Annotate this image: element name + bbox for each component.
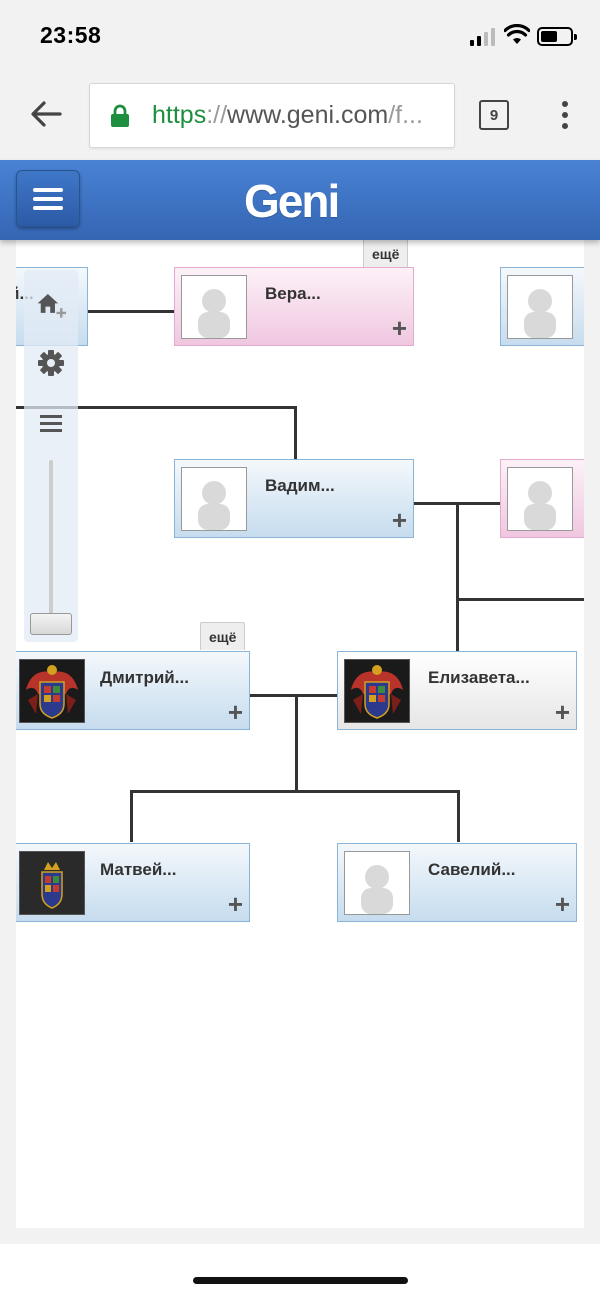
silhouette-icon bbox=[198, 481, 230, 530]
family-tree-canvas[interactable]: й... ещё Вера... + Вадим... + bbox=[16, 240, 584, 1228]
person-name: Дмитрий... bbox=[100, 668, 189, 687]
silhouette-icon bbox=[524, 481, 556, 530]
more-button[interactable]: ещё bbox=[363, 240, 409, 267]
connector-line bbox=[295, 694, 298, 792]
avatar bbox=[181, 467, 247, 531]
hamburger-menu-button[interactable] bbox=[16, 170, 80, 227]
dot-icon bbox=[562, 123, 568, 129]
add-relative-button[interactable]: + bbox=[554, 889, 570, 919]
add-relative-button[interactable]: + bbox=[391, 313, 407, 343]
avatar bbox=[344, 851, 410, 915]
connector-line bbox=[130, 790, 133, 842]
site-header: Geni bbox=[0, 160, 600, 240]
tree-controls-panel bbox=[24, 270, 78, 642]
person-card-dmitry[interactable]: Дмитрий... + bbox=[16, 651, 250, 730]
connector-line bbox=[250, 694, 338, 697]
cellular-signal-icon bbox=[470, 28, 496, 46]
coat-of-arms-avatar bbox=[19, 851, 85, 915]
url-host: www.geni.com bbox=[227, 101, 389, 129]
arrow-left-icon bbox=[31, 101, 62, 127]
connector-line bbox=[87, 310, 175, 313]
coat-of-arms-icon bbox=[20, 852, 84, 914]
tab-switcher-button[interactable]: 9 bbox=[479, 100, 509, 130]
url-path: /f... bbox=[388, 101, 423, 129]
coat-of-arms-avatar bbox=[19, 659, 85, 723]
zoom-slider-track[interactable] bbox=[49, 460, 53, 615]
add-relative-button[interactable]: + bbox=[391, 505, 407, 535]
home-indicator[interactable] bbox=[193, 1277, 408, 1284]
home-button[interactable] bbox=[36, 290, 66, 320]
dot-icon bbox=[562, 112, 568, 118]
bottom-safe-area bbox=[0, 1244, 600, 1298]
dot-icon bbox=[562, 101, 568, 107]
more-button[interactable]: ещё bbox=[200, 622, 246, 650]
gear-icon bbox=[38, 350, 64, 376]
connector-line bbox=[456, 598, 584, 601]
silhouette-icon bbox=[198, 289, 230, 338]
connector-line bbox=[294, 406, 297, 459]
add-relative-button[interactable]: + bbox=[554, 697, 570, 727]
person-name: Савелий... bbox=[428, 860, 516, 879]
status-bar: 23:58 bbox=[0, 0, 600, 72]
list-view-button[interactable] bbox=[36, 408, 66, 438]
battery-icon bbox=[537, 27, 577, 46]
url-separator: :// bbox=[206, 101, 228, 129]
connector-line bbox=[16, 406, 296, 409]
avatar bbox=[181, 275, 247, 339]
status-time: 23:58 bbox=[40, 22, 102, 48]
person-card-vadim[interactable]: Вадим... + bbox=[174, 459, 414, 538]
silhouette-icon bbox=[524, 289, 556, 338]
settings-button[interactable] bbox=[36, 348, 66, 378]
coat-of-arms-icon bbox=[20, 660, 84, 722]
person-name: Матвей... bbox=[100, 860, 177, 879]
person-name: Вера... bbox=[265, 284, 321, 303]
home-icon bbox=[37, 293, 66, 318]
wifi-icon bbox=[504, 24, 530, 44]
add-relative-button[interactable]: + bbox=[227, 697, 243, 727]
person-name: Елизавета... bbox=[428, 668, 530, 687]
address-bar[interactable]: https://www.geni.com/f... bbox=[89, 83, 455, 148]
zoom-slider-thumb[interactable] bbox=[30, 613, 72, 635]
person-card-vera[interactable]: Вера... + bbox=[174, 267, 414, 346]
avatar bbox=[507, 467, 573, 531]
silhouette-icon bbox=[361, 865, 393, 914]
connector-line bbox=[457, 790, 460, 842]
lock-icon bbox=[111, 104, 129, 127]
browser-toolbar: https://www.geni.com/f... 9 bbox=[0, 72, 600, 160]
person-card-matvey[interactable]: Матвей... + bbox=[16, 843, 250, 922]
geni-logo[interactable]: Geni bbox=[244, 175, 340, 227]
person-card-partial[interactable] bbox=[500, 267, 584, 346]
more-options-button[interactable] bbox=[553, 98, 577, 132]
list-icon bbox=[40, 415, 62, 432]
coat-of-arms-icon bbox=[345, 660, 409, 722]
person-card-elizaveta[interactable]: Елизавета... + bbox=[337, 651, 577, 730]
back-button[interactable] bbox=[26, 94, 66, 134]
coat-of-arms-avatar bbox=[344, 659, 410, 723]
person-card-partial[interactable] bbox=[500, 459, 584, 538]
url-text: https://www.geni.com/f... bbox=[152, 101, 423, 130]
avatar bbox=[507, 275, 573, 339]
person-card-saveliy[interactable]: Савелий... + bbox=[337, 843, 577, 922]
add-relative-button[interactable]: + bbox=[227, 889, 243, 919]
connector-line bbox=[456, 502, 459, 652]
connector-line bbox=[130, 790, 460, 793]
person-name: Вадим... bbox=[265, 476, 335, 495]
url-scheme: https bbox=[152, 101, 207, 129]
